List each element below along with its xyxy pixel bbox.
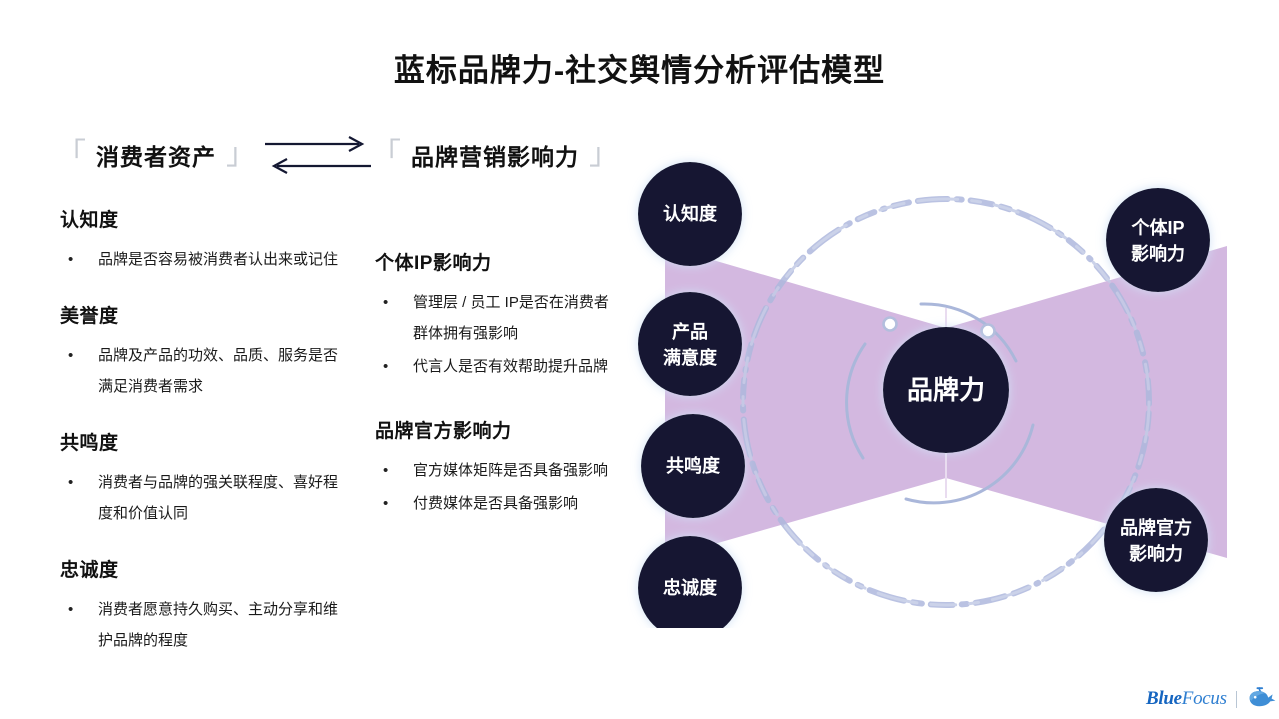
section-reputation: 美誉度 品牌及产品的功效、品质、服务是否满足消费者需求 <box>60 301 340 402</box>
bluefocus-logo: Blue Focus <box>1146 686 1276 712</box>
corner-bracket-close-icon: 」 <box>589 137 619 172</box>
section-heading: 美誉度 <box>60 306 119 327</box>
node-label-official-brand-line1: 品牌官方 <box>1120 517 1192 538</box>
dashed-orbit-ring <box>740 196 1152 608</box>
logo-text-focus: Focus <box>1181 688 1227 709</box>
section-heading: 共鸣度 <box>60 433 119 454</box>
node-label-awareness: 认知度 <box>663 203 718 224</box>
bullet-list: 官方媒体矩阵是否具备强影响 付费媒体是否具备强影响 <box>375 455 615 519</box>
section-heading: 个体IP影响力 <box>375 253 492 274</box>
diagram-node-resonance[interactable] <box>641 414 745 518</box>
section-awareness: 认知度 品牌是否容易被消费者认出来或记住 <box>60 205 340 275</box>
header-brand-influence: 「 品牌营销影响力 」 <box>371 133 619 177</box>
bullet-list: 消费者与品牌的强关联程度、喜好程度和价值认同 <box>60 467 340 529</box>
bullet-item: 消费者与品牌的强关联程度、喜好程度和价值认同 <box>60 467 340 529</box>
whale-icon <box>1246 686 1276 713</box>
section-heading: 品牌官方影响力 <box>375 421 512 442</box>
header-label-brand-influence: 品牌营销影响力 <box>411 144 579 170</box>
center-orbit-dots <box>882 316 996 339</box>
bullet-item: 品牌是否容易被消费者认出来或记住 <box>60 244 340 275</box>
bullet-item: 官方媒体矩阵是否具备强影响 <box>375 455 615 486</box>
header-consumer-assets: 「 消费者资产 」 <box>56 133 256 177</box>
node-label-personal-ip-line2: 影响力 <box>1131 243 1185 264</box>
bullet-list: 品牌是否容易被消费者认出来或记住 <box>60 244 340 275</box>
section-personal-ip: 个体IP影响力 管理层 / 员工 IP是否在消费者群体拥有强影响 代言人是否有效… <box>375 248 615 382</box>
bullet-item: 消费者愿意持久购买、主动分享和维护品牌的程度 <box>60 594 340 656</box>
node-label-resonance: 共鸣度 <box>666 455 721 476</box>
section-official-brand: 品牌官方影响力 官方媒体矩阵是否具备强影响 付费媒体是否具备强影响 <box>375 416 615 519</box>
center-orbit-arcs <box>845 302 1035 505</box>
corner-bracket-open-icon: 「 <box>371 137 401 172</box>
section-heading: 认知度 <box>60 210 119 231</box>
node-label-loyalty: 忠诚度 <box>663 577 718 598</box>
diagram-node-loyalty[interactable] <box>638 536 742 628</box>
brand-power-diagram: 品牌力 认知度 产品 满意度 共鸣度 忠诚度 个体IP <box>618 148 1258 628</box>
bullet-item: 代言人是否有效帮助提升品牌 <box>375 351 615 382</box>
bullet-list: 品牌及产品的功效、品质、服务是否满足消费者需求 <box>60 340 340 402</box>
arrow-left-icon <box>271 158 371 174</box>
center-node-label: 品牌力 <box>907 375 985 405</box>
corner-bracket-open-icon: 「 <box>56 137 86 172</box>
column-consumer-assets: 认知度 品牌是否容易被消费者认出来或记住 美誉度 品牌及产品的功效、品质、服务是… <box>60 205 340 658</box>
section-heading: 忠诚度 <box>60 560 119 581</box>
diagram-node-awareness[interactable] <box>638 162 742 266</box>
diagram-node-official-brand[interactable] <box>1104 488 1208 592</box>
bullet-list: 管理层 / 员工 IP是否在消费者群体拥有强影响 代言人是否有效帮助提升品牌 <box>375 287 615 382</box>
bullet-item: 品牌及产品的功效、品质、服务是否满足消费者需求 <box>60 340 340 402</box>
node-label-product-satisfaction-line2: 满意度 <box>663 347 718 368</box>
header-label-consumer-assets: 消费者资产 <box>96 144 216 170</box>
diagram-node-personal-ip[interactable] <box>1106 188 1210 292</box>
bullet-item: 付费媒体是否具备强影响 <box>375 488 615 519</box>
diagram-node-product-satisfaction[interactable] <box>638 292 742 396</box>
bullet-item: 管理层 / 员工 IP是否在消费者群体拥有强影响 <box>375 287 615 349</box>
column-brand-influence: 个体IP影响力 管理层 / 员工 IP是否在消费者群体拥有强影响 代言人是否有效… <box>375 248 615 521</box>
page-title: 蓝标品牌力-社交舆情分析评估模型 <box>393 53 886 88</box>
arrow-right-icon <box>265 136 365 152</box>
corner-bracket-close-icon: 」 <box>226 137 256 172</box>
node-label-product-satisfaction-line1: 产品 <box>672 321 708 342</box>
logo-divider <box>1235 690 1237 708</box>
bidirectional-arrows <box>263 134 373 176</box>
bullet-list: 消费者愿意持久购买、主动分享和维护品牌的程度 <box>60 594 340 656</box>
section-loyalty: 忠诚度 消费者愿意持久购买、主动分享和维护品牌的程度 <box>60 555 340 656</box>
diagram-node-center[interactable] <box>883 327 1009 453</box>
logo-text-blue: Blue <box>1146 688 1182 709</box>
node-label-official-brand-line2: 影响力 <box>1129 543 1183 564</box>
node-label-personal-ip-line1: 个体IP <box>1130 217 1184 238</box>
section-resonance: 共鸣度 消费者与品牌的强关联程度、喜好程度和价值认同 <box>60 428 340 529</box>
